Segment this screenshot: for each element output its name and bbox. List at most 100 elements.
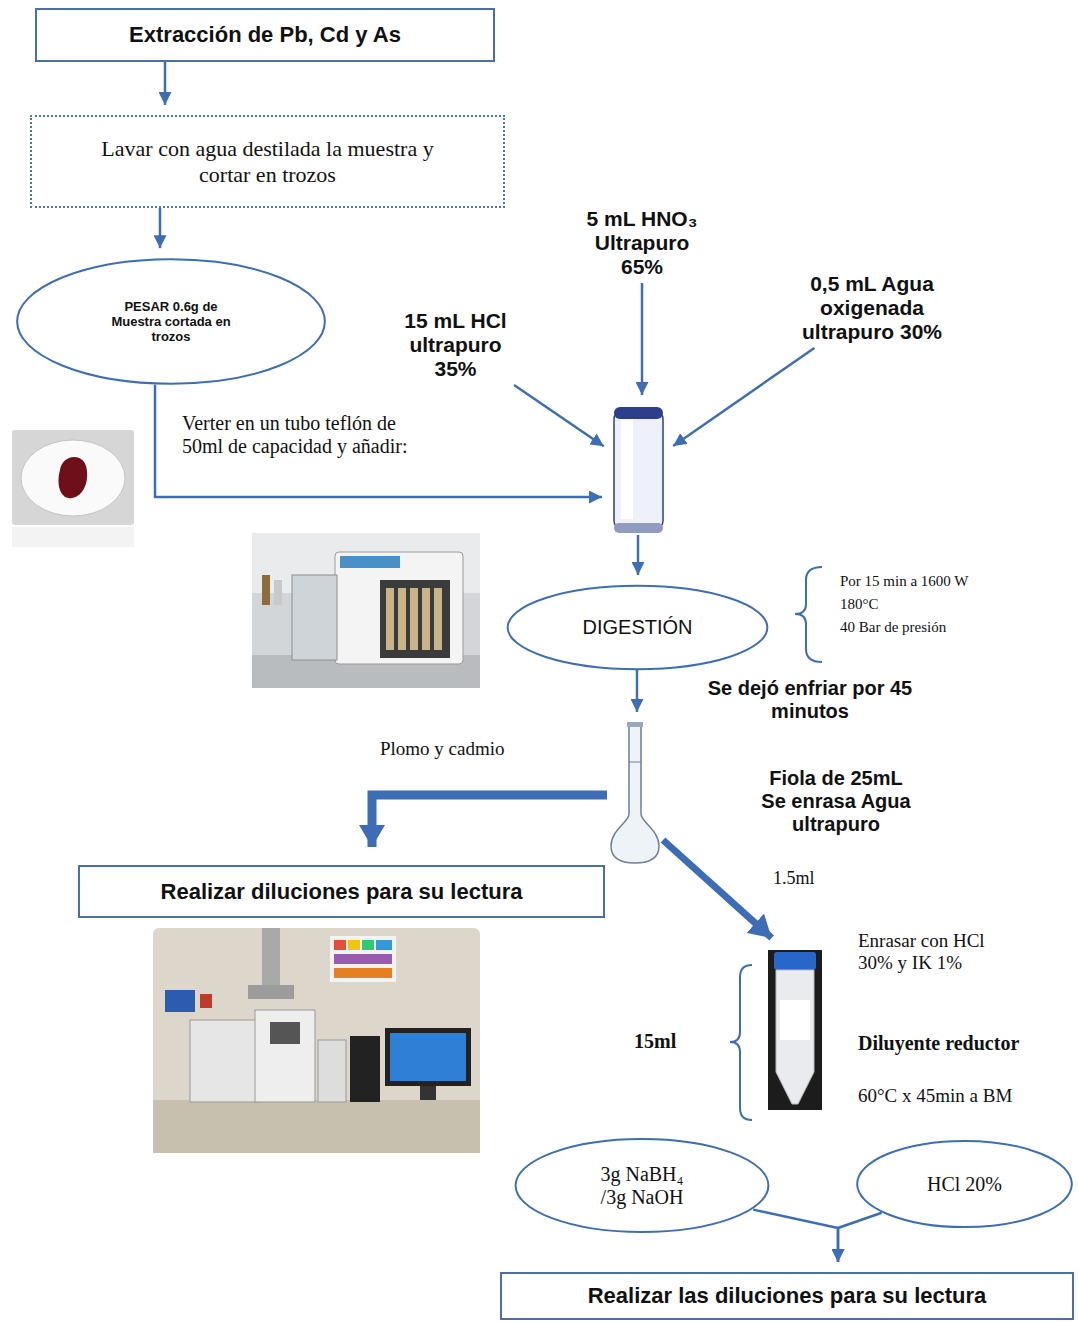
digester-photo (274, 580, 282, 605)
flow-arrow (641, 283, 644, 395)
flow-arrow (164, 62, 167, 105)
node-text: Diluyente reductor (858, 1032, 1068, 1055)
node-text: Verter en un tubo teflón de 50ml de capa… (182, 412, 432, 458)
node-text: Realizar las diluciones para su lectura (507, 1283, 1067, 1309)
sample-photo (12, 430, 134, 547)
tube-highlight (621, 419, 633, 519)
note-label: Por 15 min a 1600 W (840, 573, 1060, 590)
digester-photo (386, 588, 394, 650)
label-holder: Plomo y cadmio (380, 738, 555, 760)
spectrometer-photo (248, 985, 294, 999)
spectrometer-photo (153, 928, 480, 1153)
reagent-text: 5 mL HNO₃ Ultrapuro 65% (577, 203, 707, 283)
teflon-tube: Verter en un tubo teflón de 50ml de capa… (612, 405, 665, 535)
digester-photo (434, 588, 442, 650)
process-box: Realizar diluciones para su lectura (78, 865, 605, 918)
spectrometer-photo (334, 968, 392, 978)
flow-arrow (155, 385, 602, 497)
spectrometer-photo (362, 940, 374, 950)
ellipse-outline (17, 259, 325, 383)
flow-arrow (663, 840, 772, 938)
sample-photo (21, 440, 125, 516)
spectrometer-photo (385, 1028, 471, 1086)
spectrometer-photo (318, 1040, 346, 1102)
spectrometer-photo (420, 1086, 436, 1100)
text-holder: Verter en un tubo teflón de 50ml de capa… (182, 412, 432, 458)
text-holder: Enrasar con HCl 30% y IK 1% (858, 930, 998, 974)
text-holder: 15 mL HCl ultrapuro 35% (392, 309, 519, 381)
falcon-label (780, 1000, 810, 1040)
flow-arrow (838, 1213, 882, 1262)
shape-outline (612, 405, 665, 535)
label-holder: Por 15 min a 1600 W (840, 573, 1060, 590)
flow-arrow (637, 535, 640, 575)
flow-arrow (159, 208, 162, 248)
spectrometer-photo (270, 1022, 300, 1044)
sample-photo (12, 430, 134, 525)
process-ellipse: DIGESTIÓN (505, 585, 770, 670)
node-text: Enrasar con HCl 30% y IK 1% (858, 930, 998, 974)
step-ellipse: PESAR 0.6g de Muestra cortada en trozos (14, 258, 328, 385)
note-label: 40 Bar de presión (840, 619, 1060, 636)
text-holder: PESAR 0.6g de Muestra cortada en trozos (106, 299, 236, 344)
reagent-text: 0,5 mL Agua oxigenada ultrapuro 30% (782, 268, 962, 348)
flow-arrow (372, 795, 607, 847)
spectrometer-photo (200, 994, 212, 1008)
falcon-body (776, 970, 814, 1104)
spectrometer-photo (376, 940, 392, 950)
flask-lip (627, 722, 643, 727)
process-box: Realizar las diluciones para su lectura (500, 1272, 1074, 1320)
spectrometer-photo (348, 940, 360, 950)
text-holder: 60°C x 45min a BM (858, 1085, 1068, 1107)
spectrometer-photo (190, 1020, 260, 1102)
spectrometer-photo (334, 940, 346, 950)
ellipse-outline (508, 586, 768, 669)
text-holder: 3g NaBH₄ /3g NaOH (592, 1163, 692, 1209)
text-holder: Extracción de Pb, Cd y As (45, 22, 485, 48)
digester-photo (410, 588, 418, 650)
falcon-cap (774, 952, 816, 970)
node-text: 60°C x 45min a BM (858, 1085, 1068, 1107)
ellipse-outline (516, 1139, 769, 1232)
volumetric-flask: Fiola de 25mL Se enrasa Agua ultrapuro (607, 722, 663, 865)
flask-outline (611, 724, 659, 863)
text-holder: Lavar con agua destilada la muestra y co… (88, 136, 448, 188)
tube-base (614, 523, 663, 533)
spectrometer-photo (390, 1033, 466, 1081)
text-holder: 0,5 mL Agua oxigenada ultrapuro 30% (786, 272, 958, 344)
label-holder: 180°C (840, 596, 1060, 613)
digester-photo (335, 552, 463, 664)
label-holder: Se dejó enfriar por 45 minutos (680, 677, 940, 723)
node-text: DIGESTIÓN (528, 616, 748, 639)
text-holder: Fiola de 25mL Se enrasa Agua ultrapuro (756, 767, 916, 836)
flask-mark (629, 762, 641, 763)
note-label: 15ml (634, 1030, 724, 1053)
digester-photo (380, 580, 450, 658)
digester-photo (262, 575, 270, 605)
label-holder: 1.5ml (773, 868, 833, 889)
node-text: Lavar con agua destilada la muestra y co… (88, 136, 448, 188)
node-text: HCl 20% (885, 1173, 1045, 1196)
text-holder: HCl 20% (885, 1173, 1045, 1196)
reagent-text: 15 mL HCl ultrapuro 35% (388, 305, 523, 385)
title-box: Extracción de Pb, Cd y As (35, 8, 495, 62)
edge-label: Plomo y cadmio (380, 738, 555, 760)
sample-photo (59, 457, 88, 498)
bracket (730, 965, 752, 1120)
text-holder: Realizar diluciones para su lectura (87, 879, 597, 905)
spectrometer-photo (165, 990, 195, 1012)
tube-body (614, 411, 663, 529)
tube-cap (614, 407, 663, 419)
spectrometer-photo (334, 954, 392, 964)
node-text: 3g NaBH₄ /3g NaOH (592, 1163, 692, 1209)
text-holder: DIGESTIÓN (528, 616, 748, 639)
shape-outline (768, 950, 822, 1110)
note-label: 180°C (840, 596, 1060, 613)
reagent-ellipse: HCl 20% (855, 1140, 1074, 1228)
spectrometer-photo (330, 936, 396, 982)
spectrometer-photo (262, 928, 280, 990)
edge-label: 1.5ml (773, 868, 833, 889)
flow-arrow (514, 385, 604, 446)
